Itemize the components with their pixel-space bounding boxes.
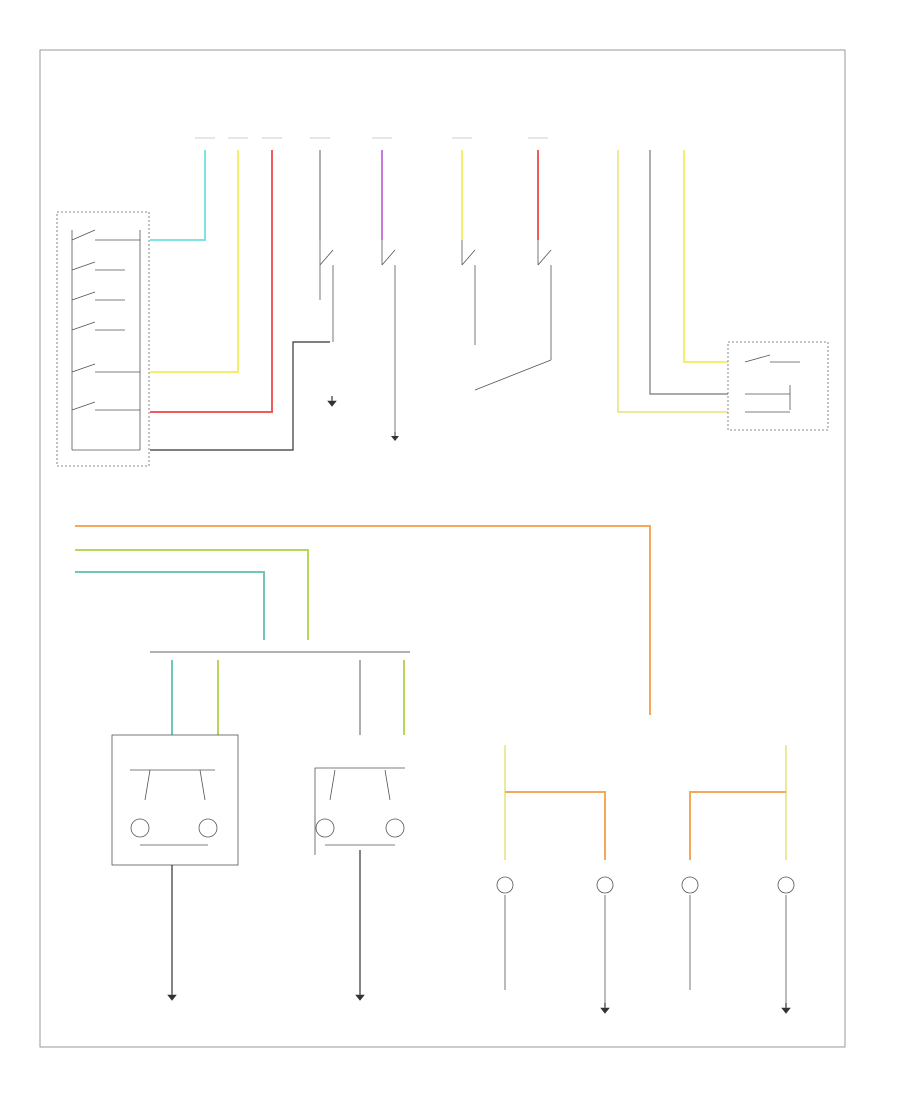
right-mirror-lamps	[681, 876, 795, 1003]
ground-symbol-5	[599, 1003, 611, 1015]
right-pad-internals	[314, 767, 405, 855]
wire-teal-main	[75, 571, 265, 640]
ground-symbol-1	[326, 396, 338, 408]
page-frame	[39, 49, 846, 1048]
ground-symbol-6	[780, 1003, 792, 1015]
wire-orange-mirror-right	[689, 791, 786, 860]
illumination-module-box	[727, 341, 829, 431]
left-pad-internals	[130, 769, 218, 846]
wire-black-1	[150, 341, 330, 451]
ground-symbol-4	[354, 990, 366, 1002]
wire-orange-main	[75, 525, 651, 715]
wire-red-1	[150, 150, 273, 413]
ground-symbol-2	[390, 432, 400, 442]
switch-module-contacts	[71, 229, 141, 451]
illumination-module-internals	[744, 354, 800, 413]
wire-light-blue	[150, 150, 206, 241]
switch-module-box	[56, 211, 150, 467]
wire-yellow-3	[617, 150, 728, 413]
wire-orange-mirror-left	[505, 791, 606, 860]
middle-switches	[319, 240, 552, 438]
wire-yellow-1	[150, 150, 239, 373]
wire-yellow-green-main	[75, 549, 309, 640]
wire-yellow-4	[683, 150, 728, 363]
wire-gray-2	[649, 150, 728, 395]
left-pad-box	[111, 734, 239, 866]
left-mirror-lamps	[496, 876, 614, 1003]
ground-symbol-3	[166, 990, 178, 1002]
